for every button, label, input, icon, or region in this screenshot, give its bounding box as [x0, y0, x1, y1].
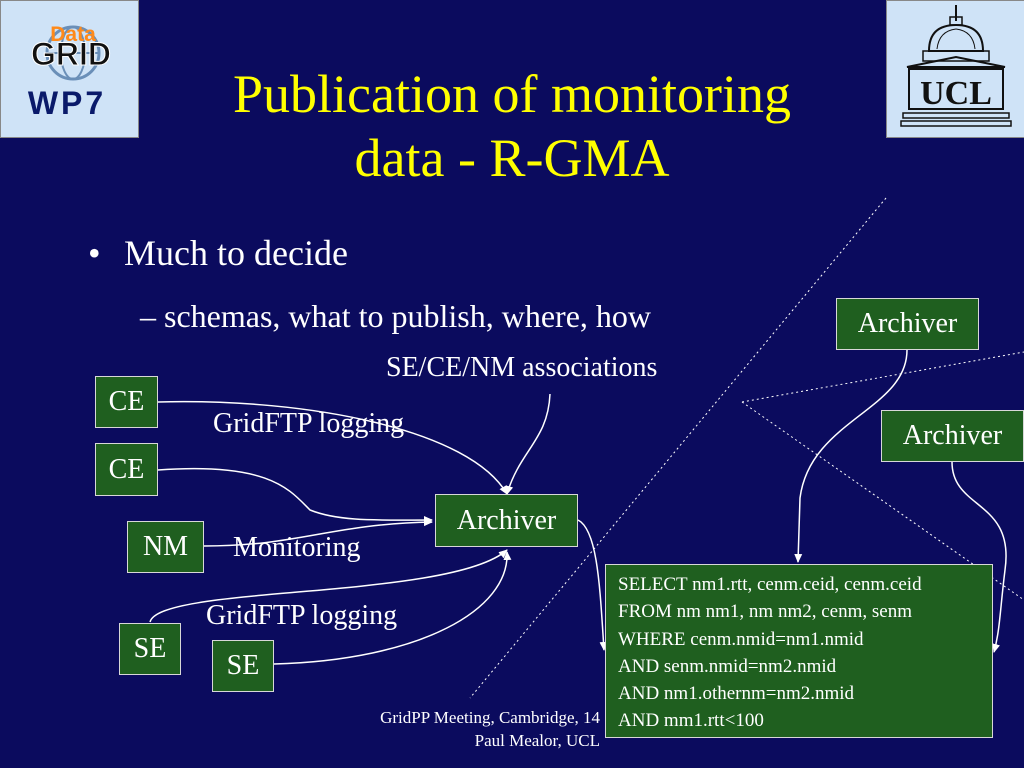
sub-bullet-item: – schemas, what to publish, where, how — [140, 298, 652, 334]
logo-data-text: Data — [50, 23, 96, 46]
sql-line: WHERE cenm.nmid=nm1.nmid — [618, 628, 864, 650]
sql-line: FROM nm nm1, nm nm2, cenm, senm — [618, 601, 912, 623]
arrow-archiver-center-to-query — [577, 519, 608, 651]
archiver-top: Archiver — [836, 298, 979, 350]
datagrid-wp7-logo: Data GRID WP7 — [0, 0, 139, 138]
archiver-center: Archiver — [435, 494, 578, 547]
arrow-se1-to-archiver — [149, 549, 508, 623]
monitoring-label: Monitoring — [233, 532, 361, 563]
slide-title: Publication of monitoring data - R-GMA — [140, 62, 884, 190]
bullet-marker: • — [88, 233, 101, 273]
ce-node-1: CE — [95, 376, 158, 428]
footer-meeting: GridPP Meeting, Cambridge, 14 — [380, 708, 600, 727]
ucl-logo: UCL — [886, 0, 1024, 138]
sql-line: AND nm1.othernm=nm2.nmid — [618, 683, 855, 705]
se-node-2: SE — [212, 640, 274, 692]
arrow-associations-to-archiver — [505, 393, 551, 495]
arrow-archiver-top-to-query — [794, 349, 908, 563]
footer-author: Paul Mealor, UCL — [474, 731, 600, 750]
dotted-divider-line — [741, 351, 1024, 403]
arrow-archiver-right-to-query — [951, 461, 1007, 653]
arrow-se2-to-archiver — [273, 551, 512, 665]
sql-query-box: SELECT nm1.rtt, cenm.ceid, cenm.ceid FRO… — [605, 564, 993, 738]
title-line-1: Publication of monitoring — [233, 64, 791, 124]
sql-line: SELECT nm1.rtt, cenm.ceid, cenm.ceid — [618, 574, 922, 595]
gridftp-logging-label-2: GridFTP logging — [206, 600, 398, 631]
globe-icon: Data GRID WP7 — [28, 23, 112, 121]
arrow-ce2-to-archiver — [157, 467, 433, 525]
sql-line: AND mm1.rtt<100 — [618, 710, 764, 732]
nm-node: NM — [127, 521, 204, 573]
dotted-divider-line — [469, 197, 887, 699]
footer: GridPP Meeting, Cambridge, 14 Paul Mealo… — [380, 706, 600, 752]
dome-icon: UCL — [900, 5, 1012, 127]
associations-label: SE/CE/NM associations — [386, 352, 658, 383]
ce-node-2: CE — [95, 443, 158, 496]
logo-grid-text: GRID — [31, 36, 111, 72]
logo-wp7-text: WP7 — [28, 85, 106, 121]
arrow-ce1-to-archiver — [157, 400, 508, 495]
gridftp-logging-label-1: GridFTP logging — [213, 408, 405, 439]
sql-line: AND senm.nmid=nm2.nmid — [618, 655, 837, 677]
se-node-1: SE — [119, 623, 181, 675]
arrow-nm-to-archiver — [203, 518, 433, 547]
archiver-right: Archiver — [881, 410, 1024, 462]
logo-ucl-text: UCL — [920, 75, 992, 112]
bullet-text: Much to decide — [124, 233, 348, 273]
bullet-item: • Much to decide — [88, 232, 348, 274]
title-line-2: data - R-GMA — [354, 128, 670, 188]
